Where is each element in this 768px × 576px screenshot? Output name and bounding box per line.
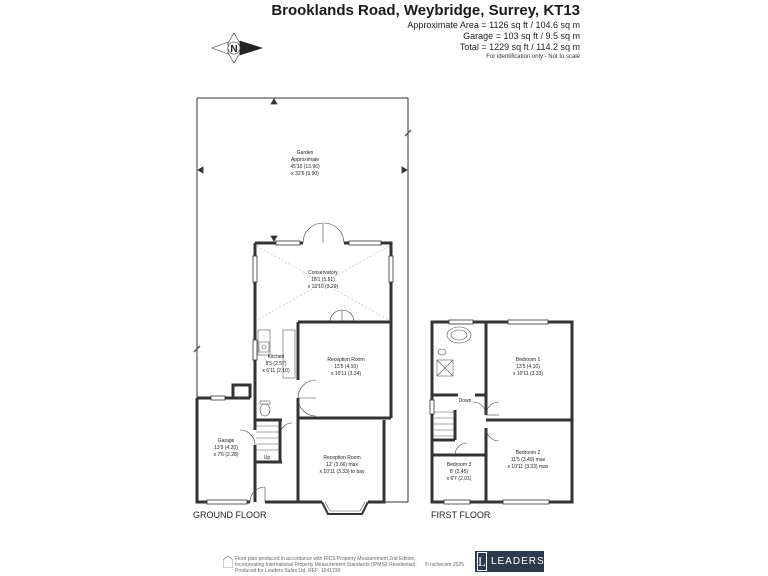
footer-line-1: Floor plan produced in accordance with R… <box>235 556 416 562</box>
compass-north-letter: N <box>230 44 237 55</box>
floorplan-badge-icon <box>223 556 233 568</box>
bedroom-1-length: 13'5 (4.10) <box>516 364 540 370</box>
leaders-logo-name: LEADERS <box>490 556 545 567</box>
garage-area: Garage = 103 sq ft / 9.5 sq m <box>463 31 580 41</box>
bedroom-2-length: 11'5 (3.49) max <box>511 457 546 463</box>
footer-copyright: © nichecom 2025 <box>425 562 464 568</box>
reception-room-1-length: 13'5 (4.10) <box>334 364 358 370</box>
bedroom-3-label: Bedroom 3 <box>447 462 472 468</box>
scale-note: For identification only - Not to scale <box>486 54 580 60</box>
total-area: Total = 1229 sq ft / 114.2 sq m <box>459 42 580 52</box>
bedroom-1-width: x 10'11 (3.33) <box>513 371 543 377</box>
conservatory-width: x 10'10 (3.29) <box>308 284 339 290</box>
bedroom-2-width: x 10'11 (3.33) max <box>508 464 549 470</box>
leaders-logo: L LEADERS <box>475 551 544 572</box>
ground-floor-label: GROUND FLOOR <box>193 510 267 520</box>
bedroom-1-label: Bedroom 1 <box>516 357 541 363</box>
approx-area: Approximate Area = 1126 sq ft / 104.6 sq… <box>407 20 580 30</box>
stairs-down-label: Down <box>459 398 472 404</box>
garden-width: x 32'6 (9.90) <box>291 171 319 177</box>
property-address: Brooklands Road, Weybridge, Surrey, KT13 <box>271 2 580 19</box>
first-floor-label: FIRST FLOOR <box>431 510 491 520</box>
stairs-up-label: Up <box>264 455 271 461</box>
kitchen-length: 8'5 (2.57) <box>266 361 287 367</box>
leaders-logo-letter: L <box>477 552 487 571</box>
conservatory-length: 18'1 (5.51) <box>311 277 335 283</box>
kitchen-label: Kitchen <box>268 354 285 360</box>
reception-room-2-label: Reception Room <box>323 455 360 461</box>
garage-label: Garage <box>218 438 235 444</box>
footer-line-3: Produced for Leaders Sales Ltd. REF: 124… <box>235 568 341 574</box>
garage-length: 13'9 (4.20) <box>214 445 238 451</box>
reception-room-2-length: 12' (3.66) max <box>326 462 358 468</box>
garage-width: x 7'6 (2.28) <box>214 452 239 458</box>
bedroom-3-length: 8' (2.45) <box>450 469 469 475</box>
garden-label: Garden <box>297 150 314 156</box>
garden-approx: Approximate <box>291 157 319 163</box>
bedroom-3-width: x 6'7 (2.01) <box>447 476 472 482</box>
bedroom-2-label: Bedroom 2 <box>516 450 541 456</box>
footer-line-2: Incorporating International Property Mea… <box>235 562 417 568</box>
reception-room-2-width: x 10'11 (3.33) to bay <box>319 469 365 475</box>
kitchen-width: x 6'11 (2.10) <box>262 368 290 374</box>
reception-room-1-label: Reception Room <box>327 357 364 363</box>
compass-icon: N <box>211 32 263 64</box>
garden-length: 45'10 (13.96) <box>290 164 320 170</box>
conservatory-label: Conservatory <box>308 270 338 276</box>
reception-room-1-width: x 10'11 (3.34) <box>331 371 361 377</box>
